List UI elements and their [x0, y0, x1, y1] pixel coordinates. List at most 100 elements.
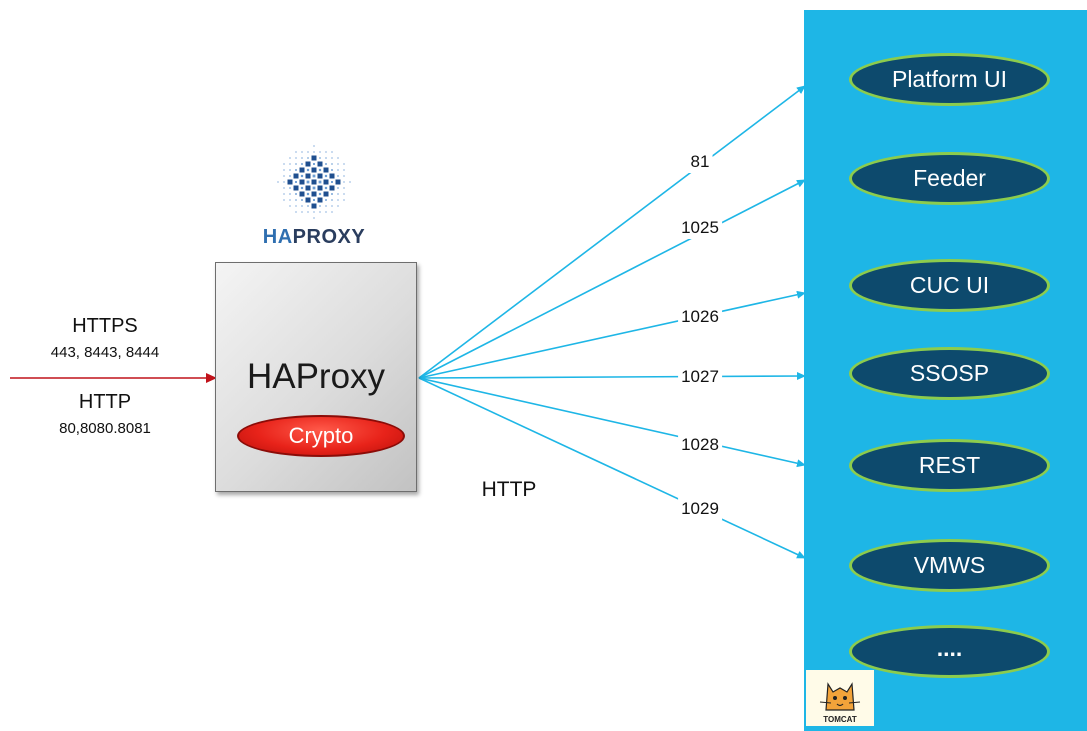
- logo-dot: [295, 151, 297, 153]
- logo-dot: [306, 192, 310, 196]
- logo-dot: [337, 205, 339, 207]
- logo-dot: [337, 163, 339, 165]
- logo-dot: [329, 173, 335, 179]
- logo-dot: [295, 181, 297, 183]
- service-more: ....: [849, 625, 1050, 678]
- logo-dot: [313, 211, 315, 213]
- logo-dot: [319, 157, 321, 159]
- port-label-81: 81: [687, 151, 713, 173]
- connector-line-platform-ui: [418, 85, 806, 379]
- logo-dot: [295, 169, 297, 171]
- port-label-1027: 1027: [678, 366, 722, 388]
- logo-dot: [305, 185, 311, 191]
- logo-dot: [331, 169, 333, 171]
- logo-dot: [337, 193, 339, 195]
- logo-dot: [289, 175, 291, 177]
- logo-dot: [329, 185, 335, 191]
- logo-dot: [307, 211, 309, 213]
- logo-dot: [343, 187, 345, 189]
- logo-dot: [325, 211, 327, 213]
- logo-dot: [331, 205, 333, 207]
- logo-dot: [324, 186, 328, 190]
- logo-dot: [295, 163, 297, 165]
- service-cuc-ui: CUC UI: [849, 259, 1050, 312]
- logo-dot: [289, 193, 291, 195]
- logo-dot: [313, 217, 315, 219]
- haproxy-logo-suffix: PROXY: [292, 226, 366, 248]
- logo-dot: [343, 181, 345, 183]
- logo-dot: [318, 168, 322, 172]
- haproxy-title: HAProxy: [246, 357, 386, 396]
- https-ports: 443, 8443, 8444: [50, 344, 160, 361]
- logo-dot: [317, 161, 323, 167]
- logo-dot: [283, 163, 285, 165]
- logo-dot: [335, 179, 341, 185]
- logo-dot: [313, 199, 315, 201]
- logo-dot: [313, 145, 315, 147]
- logo-dot: [317, 173, 323, 179]
- logo-dot: [311, 155, 317, 161]
- logo-dot: [301, 163, 303, 165]
- logo-dot: [337, 169, 339, 171]
- logo-dot: [299, 191, 305, 197]
- port-label-1026: 1026: [678, 306, 722, 328]
- logo-dot: [305, 197, 311, 203]
- connector-line-feeder: [418, 179, 806, 379]
- logo-dot: [295, 193, 297, 195]
- logo-dot: [301, 151, 303, 153]
- logo-dot: [318, 192, 322, 196]
- logo-dot: [283, 175, 285, 177]
- logo-dot: [307, 205, 309, 207]
- logo-dot: [306, 180, 310, 184]
- logo-dot: [343, 193, 345, 195]
- logo-dot: [289, 187, 291, 189]
- logo-dot: [325, 151, 327, 153]
- logo-dot: [306, 168, 310, 172]
- logo-dot: [331, 193, 333, 195]
- crypto-badge: Crypto: [237, 415, 405, 457]
- logo-dot: [331, 163, 333, 165]
- logo-dot: [331, 157, 333, 159]
- haproxy-logo-wordmark: HAPROXY: [263, 226, 365, 249]
- port-label-1025: 1025: [678, 217, 722, 239]
- logo-dot: [287, 179, 293, 185]
- logo-dot: [331, 181, 333, 183]
- service-platform-ui: Platform UI: [849, 53, 1050, 106]
- logo-dot: [325, 205, 327, 207]
- connector-line-ssosp: [418, 372, 806, 381]
- http-label: HTTP: [78, 391, 132, 413]
- logo-dot: [300, 174, 304, 178]
- logo-dot: [305, 173, 311, 179]
- logo-dot: [289, 169, 291, 171]
- logo-dot: [313, 163, 315, 165]
- logo-dot: [311, 191, 317, 197]
- logo-dot: [319, 151, 321, 153]
- logo-dot: [337, 175, 339, 177]
- logo-dot: [331, 199, 333, 201]
- logo-dot: [311, 179, 317, 185]
- logo-dot: [325, 157, 327, 159]
- service-feeder: Feeder: [849, 152, 1050, 205]
- logo-dot: [299, 167, 305, 173]
- logo-dot: [289, 157, 291, 159]
- tomcat-logo: TOMCAT: [806, 670, 874, 726]
- logo-dot: [313, 151, 315, 153]
- logo-dot: [283, 187, 285, 189]
- logo-dot: [289, 205, 291, 207]
- service-rest: REST: [849, 439, 1050, 492]
- logo-dot: [299, 179, 305, 185]
- port-label-1028: 1028: [678, 434, 722, 456]
- logo-dot: [307, 151, 309, 153]
- logo-dot: [337, 187, 339, 189]
- middle-http-label: HTTP: [481, 478, 537, 501]
- logo-dot: [307, 157, 309, 159]
- port-label-1029: 1029: [678, 498, 722, 520]
- haproxy-logo-icon: [276, 144, 352, 225]
- service-vmws: VMWS: [849, 539, 1050, 592]
- logo-dot: [283, 199, 285, 201]
- connector-line-rest: [418, 377, 806, 468]
- logo-dot: [301, 199, 303, 201]
- logo-dot: [349, 181, 351, 183]
- logo-dot: [337, 199, 339, 201]
